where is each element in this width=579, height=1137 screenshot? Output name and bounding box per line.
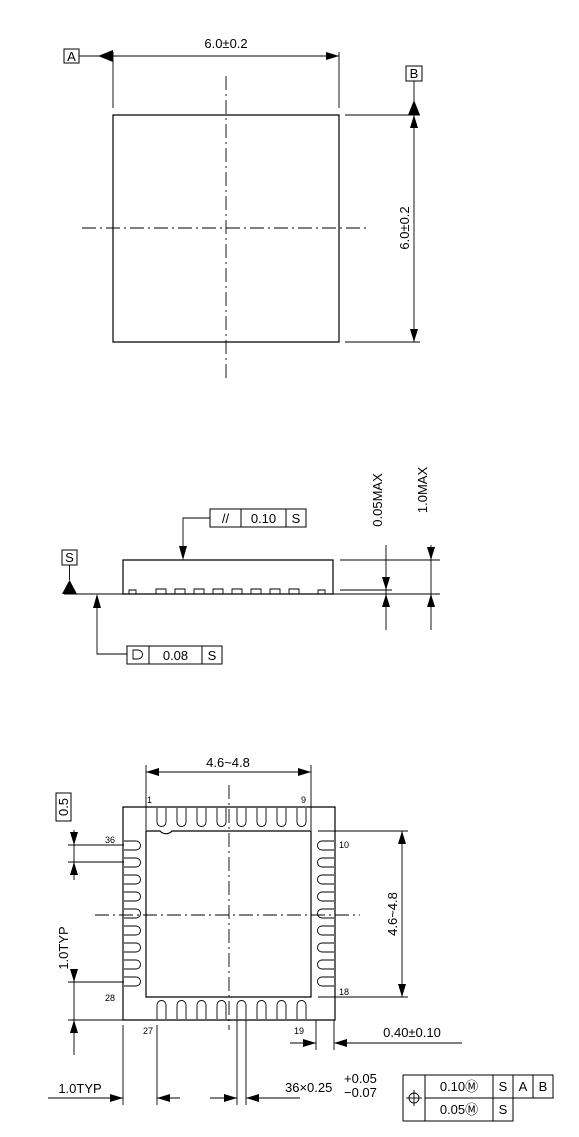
bottom-row-terminals [157,1001,306,1020]
parallelism-datum: S [292,511,301,526]
arrowhead [398,831,406,844]
arrowhead [408,100,420,115]
arrowhead [427,594,435,607]
profile-of-surface-icon [133,650,143,659]
standoff-dimension-label: 0.05MAX [370,473,385,527]
pin-10-label: 10 [339,840,349,850]
arrowhead [410,115,418,128]
terminal-pads-side [129,589,325,594]
fcf-datum-s2-cell [493,1098,513,1121]
arrowhead [70,969,78,982]
arrowhead [246,1094,259,1102]
profile-symbol-cell [127,646,149,664]
lead-length-label: 0.40±0.10 [383,1025,441,1040]
datum-a-label: A [67,49,76,64]
parallelism-leader [183,518,210,546]
pin-9-label: 9 [301,795,306,805]
arrowhead [157,1094,170,1102]
fcf-datum-s1: S [499,1079,508,1094]
parallelism-symbol: // [222,511,230,526]
arrowhead [410,329,418,342]
left-column-terminals [124,841,141,986]
position-tol-2: 0.05Ⓜ [440,1102,478,1117]
arrowhead [382,594,390,607]
height-dimension-label: 6.0±0.2 [397,206,412,249]
bottom-view: 1 9 10 18 19 27 28 36 4.6~4.8 4.6~4.8 0.… [48,755,553,1121]
arrowhead [224,1094,237,1102]
fcf-datum-b-cell [533,1075,553,1098]
arrowhead [303,1039,316,1047]
width-dimension-label: 6.0±0.2 [204,36,247,51]
profile-leader [97,608,127,654]
arrowhead [146,768,159,776]
fcf-datum-s2: S [499,1102,508,1117]
lead-width-minus-tol: −0.07 [344,1085,377,1100]
position-tol-1: 0.10Ⓜ [440,1079,478,1094]
profile-datum-cell [202,646,222,664]
arrowhead [334,1039,347,1047]
parallelism-value: 0.10 [251,511,276,526]
typ-vertical-label: 1.0TYP [56,926,71,969]
arrowhead [93,594,101,608]
profile-value: 0.08 [163,648,188,663]
pad-height-label: 4.6~4.8 [385,892,400,936]
height-max-label: 1.0MAX [415,467,430,514]
arrowhead [427,547,435,560]
top-view: 6.0±0.2 A 6.0±0.2 B [64,36,422,380]
lead-width-plus-tol: +0.05 [344,1071,377,1086]
fcf-datum-b: B [539,1079,548,1094]
arrowhead [326,52,339,60]
pin-27-label: 27 [143,1026,153,1036]
pin-18-label: 18 [339,987,349,997]
exposed-pad [146,831,311,997]
profile-datum: S [208,648,217,663]
arrowhead [398,984,406,997]
arrowhead [179,546,187,560]
arrowhead [70,862,78,875]
top-row-terminals [157,808,306,827]
pin-36-label: 36 [105,835,115,845]
datum-triangle [62,580,77,594]
side-view: S // 0.10 S 0.08 S 0.05MAX 1.0MAX [62,467,440,664]
pin-28-label: 28 [105,993,115,1003]
arrowhead [110,1094,123,1102]
pitch-label: 0.5 [56,798,71,816]
lead-width-label: 36×0.25 [285,1080,332,1095]
package-body-side [123,560,333,594]
pin-1-label: 1 [147,795,152,805]
pitch-box [56,793,71,821]
pin-19-label: 19 [294,1026,304,1036]
pad-width-label: 4.6~4.8 [206,755,250,770]
arrowhead [382,577,390,590]
arrowhead [70,1020,78,1033]
typ-horizontal-label: 1.0TYP [58,1081,101,1096]
parallelism-datum-cell [286,509,306,527]
arrowhead [298,768,311,776]
datum-b-label: B [410,66,419,81]
datum-s-label: S [65,550,74,565]
right-column-terminals [318,841,335,986]
fcf-datum-a: A [519,1079,528,1094]
arrowhead [70,832,78,845]
arrowhead [98,50,113,62]
